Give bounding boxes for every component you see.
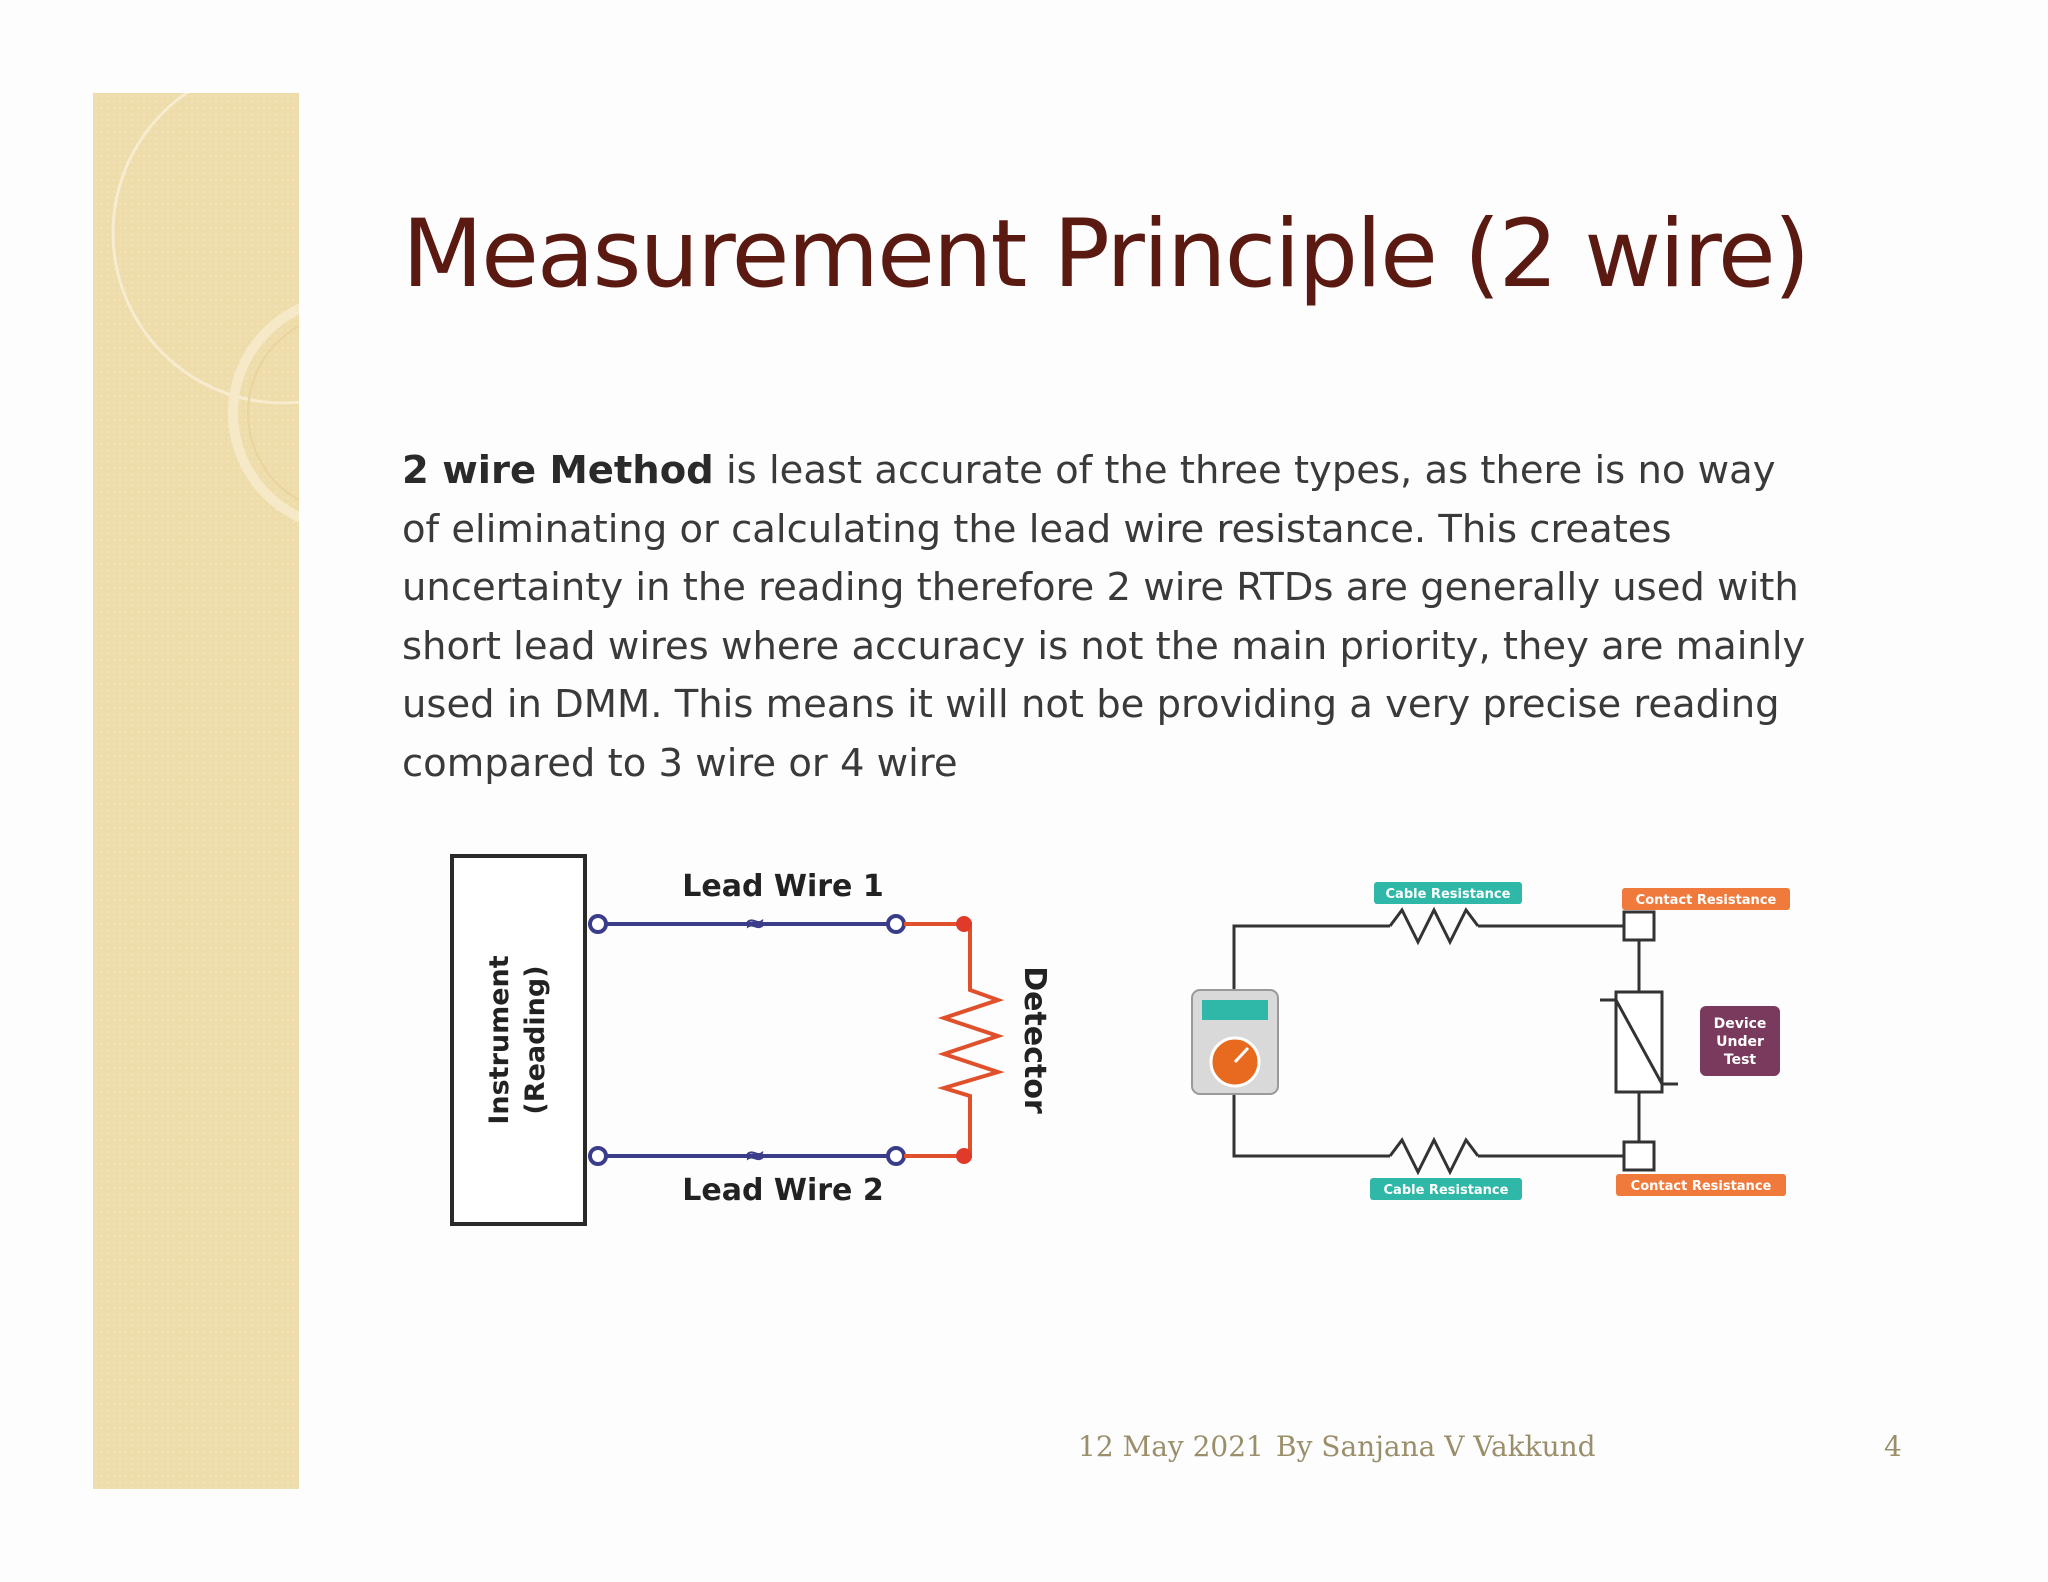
contact-resistance-top-badge: Contact Resistance xyxy=(1622,888,1790,910)
wiring-diagrams: Instrument (Reading) ≈ Lead Wire 1 ≈ Lea… xyxy=(450,854,1790,1226)
dmm-diagram: Cable Resistance Cable Resistance Contac… xyxy=(1191,882,1790,1200)
thermistor-slash-icon xyxy=(1600,998,1678,1086)
multimeter-icon xyxy=(1191,989,1279,1095)
cable-resistance-top-badge: Cable Resistance xyxy=(1374,882,1522,904)
svg-text:Contact Resistance: Contact Resistance xyxy=(1631,1179,1772,1194)
wire-line xyxy=(1232,1090,1390,1158)
break-symbol-icon: ≈ xyxy=(744,909,766,939)
terminal-icon xyxy=(588,1146,608,1166)
page-number: 4 xyxy=(1884,1430,1902,1463)
contact-top-icon xyxy=(1622,910,1656,942)
detector-resistor-icon xyxy=(904,922,1005,1158)
footer-date: 12 May 2021 xyxy=(1078,1430,1264,1463)
contact-bottom-icon xyxy=(1622,1140,1656,1172)
decorative-side-band xyxy=(93,93,299,1489)
lead-wire-2-label: Lead Wire 2 xyxy=(682,1173,883,1208)
footer-author: By Sanjana V Vakkund xyxy=(1276,1430,1596,1463)
cable-resistance-bottom-badge: Cable Resistance xyxy=(1370,1178,1522,1200)
cable-resistor-bottom-icon xyxy=(1388,1136,1480,1176)
two-wire-diagram: Instrument (Reading) ≈ Lead Wire 1 ≈ Lea… xyxy=(450,854,1052,1226)
lead-wire-1-label: Lead Wire 1 xyxy=(682,869,883,904)
body-text-rest: is least accurate of the three types, as… xyxy=(402,448,1806,786)
svg-text:Test: Test xyxy=(1724,1052,1757,1068)
slide-title: Measurement Principle (2 wire) xyxy=(402,200,1810,309)
junction-icon xyxy=(956,916,972,932)
svg-text:Under: Under xyxy=(1716,1034,1764,1050)
terminal-icon xyxy=(588,914,608,934)
instrument-sublabel: (Reading) xyxy=(520,965,551,1114)
cable-resistor-top-icon xyxy=(1388,906,1480,946)
svg-text:Cable Resistance: Cable Resistance xyxy=(1386,887,1511,902)
instrument-label: Instrument xyxy=(484,955,515,1124)
body-paragraph: 2 wire Method is least accurate of the t… xyxy=(402,442,1822,793)
svg-text:Contact Resistance: Contact Resistance xyxy=(1636,893,1777,908)
break-symbol-icon: ≈ xyxy=(744,1141,766,1171)
terminal-icon xyxy=(886,1146,906,1166)
decorative-circles xyxy=(111,93,299,523)
body-bold-lead: 2 wire Method xyxy=(402,448,714,493)
instrument-box xyxy=(450,854,587,1226)
detector-label: Detector xyxy=(1017,966,1052,1114)
svg-text:Device: Device xyxy=(1714,1016,1767,1032)
wire-line xyxy=(1232,924,1390,990)
junction-icon xyxy=(956,1148,972,1164)
device-under-test-badge: Device Under Test xyxy=(1700,1006,1780,1076)
svg-text:Cable Resistance: Cable Resistance xyxy=(1384,1183,1509,1198)
contact-resistance-bottom-badge: Contact Resistance xyxy=(1616,1174,1786,1196)
terminal-icon xyxy=(886,914,906,934)
